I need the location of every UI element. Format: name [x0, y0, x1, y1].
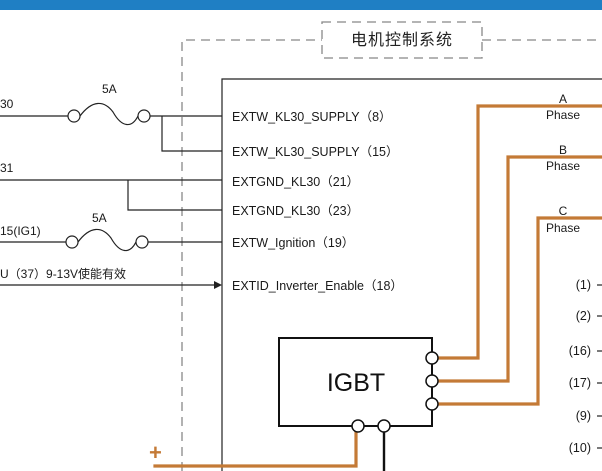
igbt-terminals: [351, 351, 439, 433]
phase-letter: B: [559, 143, 567, 157]
pin-label: EXTW_Ignition（19）: [232, 236, 354, 250]
pin-label: EXTGND_KL30（23）: [232, 204, 359, 218]
right-pin-label: (16): [569, 344, 591, 358]
pin-label: EXTW_KL30_SUPPLY（15）: [232, 145, 399, 159]
right-pin-label: (2): [576, 309, 591, 323]
pin-label: EXTW_KL30_SUPPLY（8）: [232, 110, 392, 124]
right-pin-label: (17): [569, 376, 591, 390]
kl30-wiring: [0, 102, 222, 152]
system-title: 电机控制系统: [351, 30, 453, 49]
right-pin-label: (9): [576, 409, 591, 423]
kl31-wiring: [0, 179, 222, 211]
phase-wires: [153, 104, 602, 468]
enable-wiring: [0, 281, 222, 289]
ignition-label: 15(IG1): [0, 224, 41, 238]
ignition-wiring: [0, 228, 222, 252]
phase-word: Phase: [546, 159, 580, 173]
right-pin-label: (1): [576, 278, 591, 292]
igbt-label: IGBT: [327, 369, 385, 397]
phase-letter: C: [559, 204, 568, 218]
vcu-enable-label: U（37）9-13V使能有效: [0, 266, 126, 281]
phase-word: Phase: [546, 221, 580, 235]
top-bar: [0, 0, 602, 10]
system-boundary: [181, 21, 602, 471]
phase-letter: A: [559, 92, 567, 106]
phase-word: Phase: [546, 108, 580, 122]
fuse-rating-label: 5A: [102, 82, 117, 96]
controller-box: [221, 78, 602, 471]
kl30-label: 30: [0, 97, 14, 111]
pin-label: EXTGND_KL30（21）: [232, 175, 359, 189]
right-pin-ticks: [597, 284, 602, 449]
plus-sign: +: [149, 440, 162, 465]
kl31-label: 31: [0, 161, 14, 175]
right-pin-label: (10): [569, 441, 591, 455]
fuse-rating-label: 5A: [92, 211, 107, 225]
pin-label: EXTID_Inverter_Enable（18）: [232, 279, 403, 293]
